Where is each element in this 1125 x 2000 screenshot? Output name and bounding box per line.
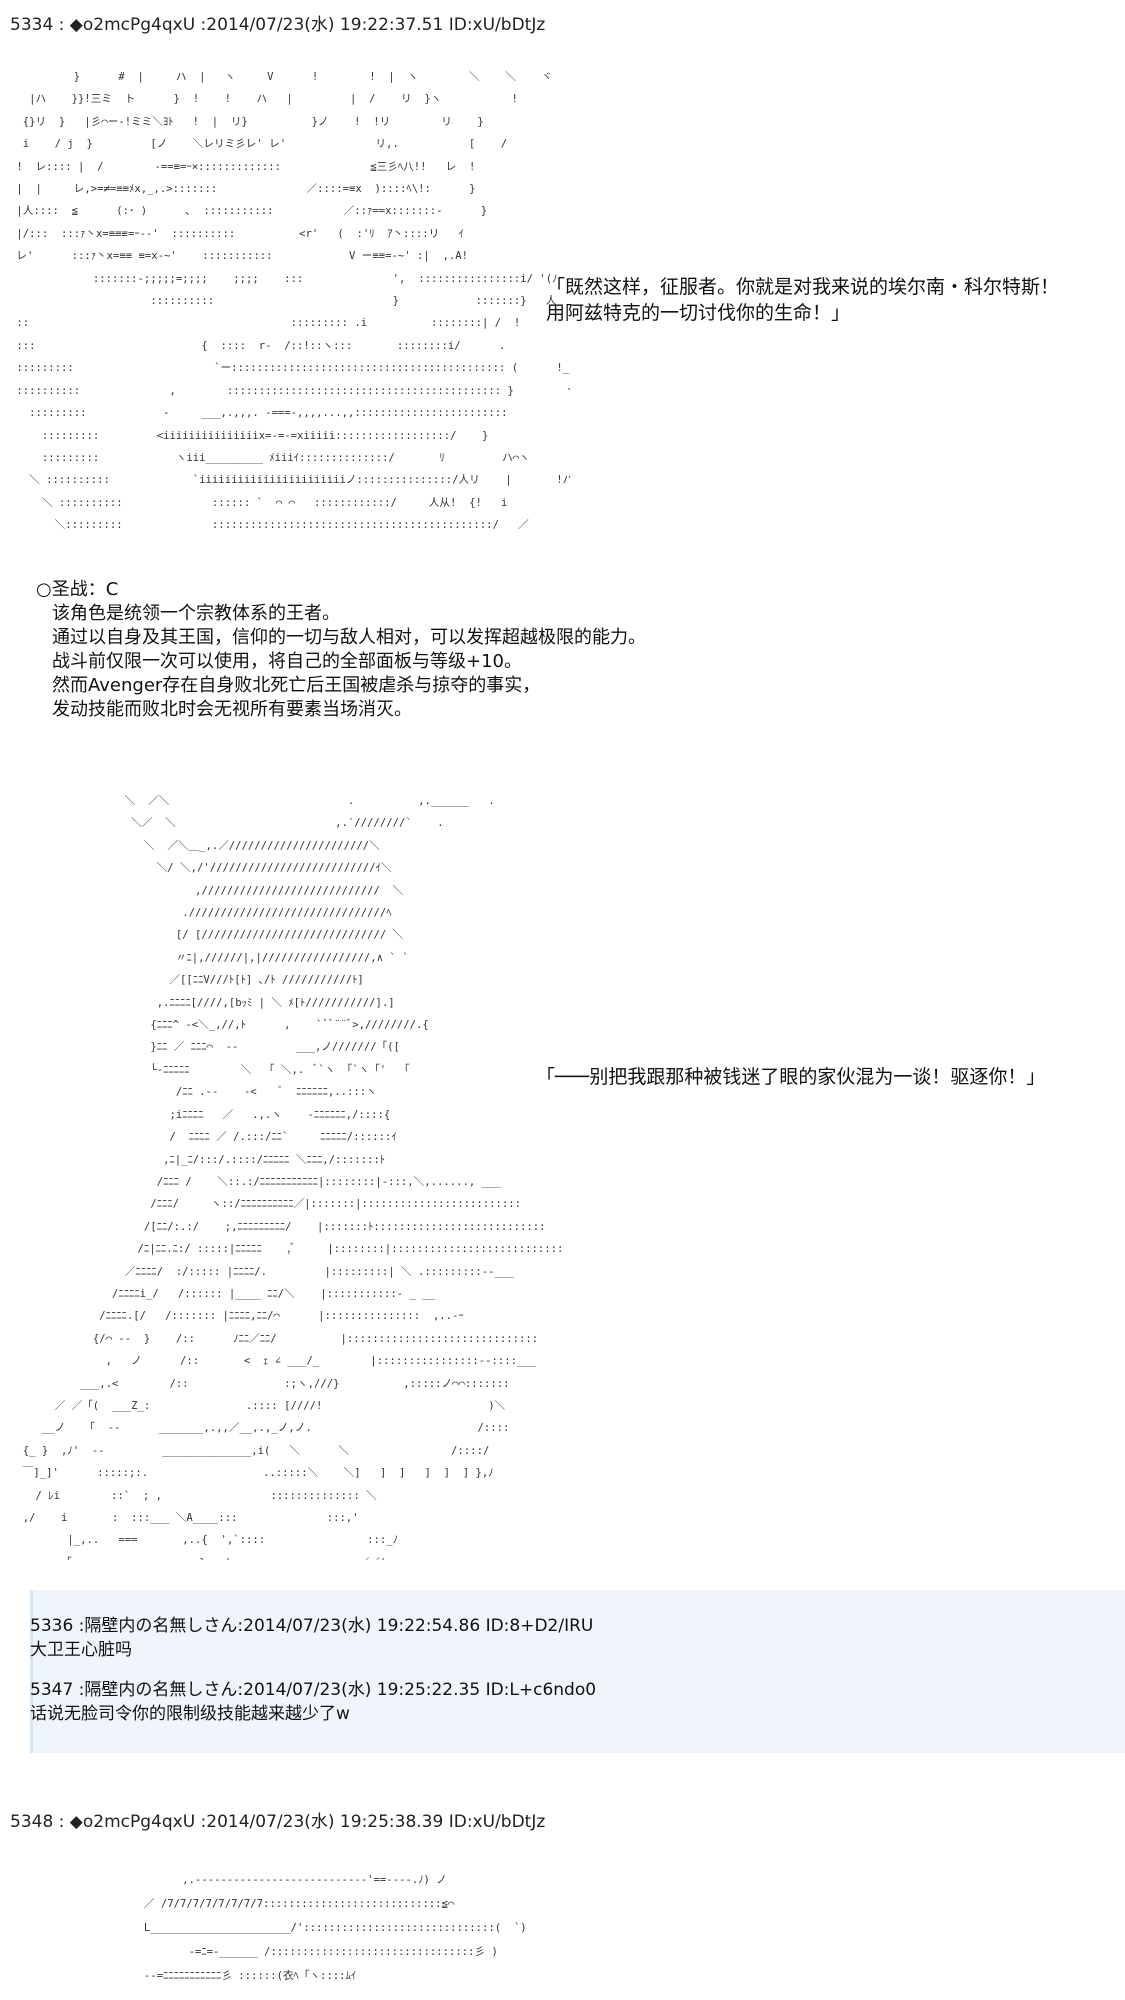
ascii-art-bottom: ,.--------------------------‐'==‐-‐-.ﾉ) …: [143, 1874, 527, 1982]
speech-line-1: 「既然这样，征服者。你就是对我来说的埃尔南・科尔特斯！: [546, 276, 1060, 298]
post-header: 5348 : ◆o2mcPg4qxU :2014/07/23(水) 19:25:…: [10, 1812, 546, 1832]
skill-line: 通过以自身及其王国，信仰的一切与敌人相对，可以发挥超越极限的能力。: [52, 627, 646, 648]
reply-text: 话说无脸司令你的限制级技能越来越少了w: [30, 1704, 350, 1724]
reply-header: 5336 :隔壁内の名無しさん:2014/07/23(水) 19:22:54.8…: [30, 1616, 594, 1636]
skill-title: ○圣战：C: [36, 579, 119, 600]
reply-text: 大卫王心脏吗: [30, 1640, 132, 1660]
speech-line-2: 用阿兹特克的一切讨伐你的生命！」: [546, 302, 851, 324]
post-header: 5334 : ◆o2mcPg4qxU :2014/07/23(水) 19:22:…: [10, 15, 546, 35]
skill-line: 该角色是统领一个宗教体系的王者。: [52, 603, 340, 624]
skill-line: 然而Avenger存在自身败北死亡后王国被虐杀与掠夺的事实，: [52, 675, 541, 696]
reply-block: [30, 1590, 1125, 1753]
ascii-art-king: } # | ハ | ヽ V ! ! | ヽ ＼ ＼ ヾ |ハ }}!三ミ ト }…: [16, 71, 570, 532]
speech-exorcise: 「───别把我跟那种被钱迷了眼的家伙混为一谈！驱逐你！」: [536, 1066, 1046, 1088]
skill-line: 战斗前仅限一次可以使用，将自己的全部面板与等级+10。: [52, 651, 522, 672]
ascii-art-warrior: ＼ ／＼ . ,.______ . ＼／ ＼ ,.′////////` . ＼ …: [22, 795, 564, 1560]
skill-line: 发动技能而败北时会无视所有要素当场消灭。: [52, 699, 412, 720]
skill-description: ○圣战：C 该角色是统领一个宗教体系的王者。 通过以自身及其王国，信仰的一切与敌…: [36, 578, 646, 722]
reply-header: 5347 :隔壁内の名無しさん:2014/07/23(水) 19:25:22.3…: [30, 1680, 597, 1700]
